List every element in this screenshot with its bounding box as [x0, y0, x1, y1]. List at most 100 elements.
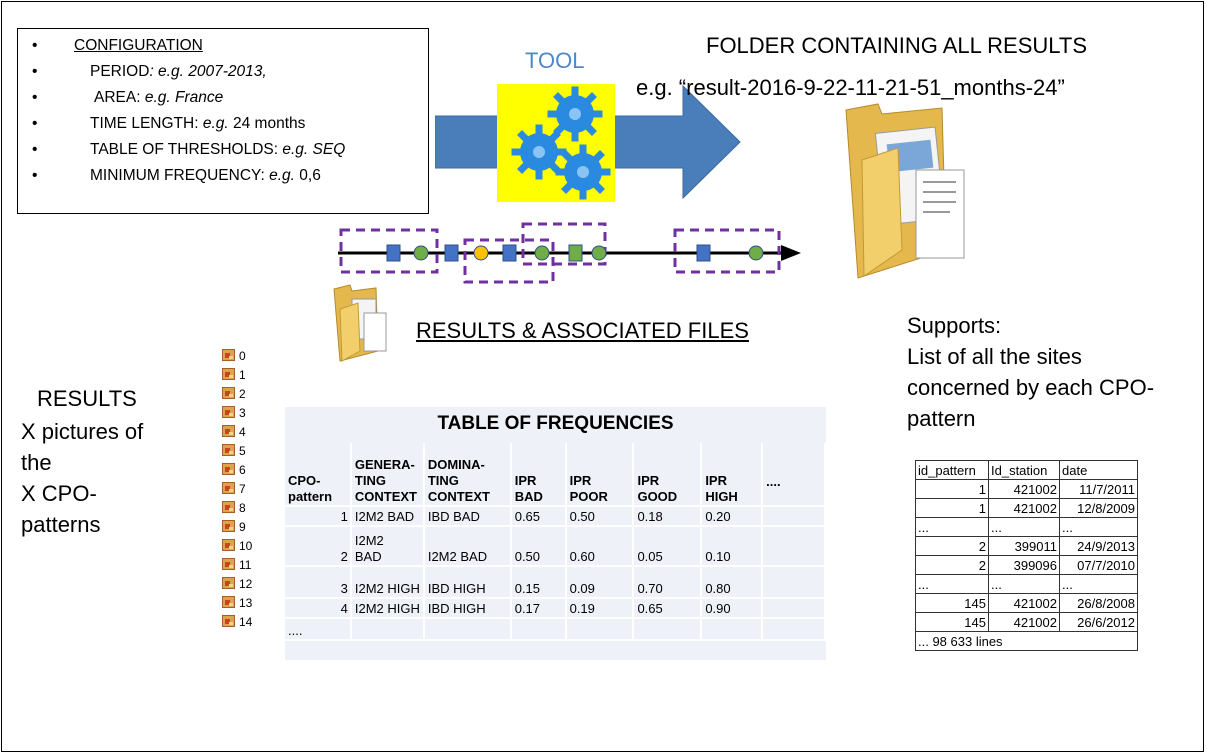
image-file-name: 9 [239, 520, 246, 534]
config-item-time-length: • TIME LENGTH: e.g. 24 months [18, 111, 428, 137]
results-files-label: RESULTS & ASSOCIATED FILES [416, 318, 749, 343]
config-example: SEQ [312, 141, 346, 158]
image-file-item: 1 [222, 366, 282, 384]
table-cell: 0.15 [510, 566, 567, 599]
image-file-icon [222, 501, 235, 513]
table-cell: 0.90 [701, 598, 764, 619]
event-square [502, 244, 517, 262]
table-cell: 1 [285, 506, 352, 527]
image-file-item: 0 [222, 347, 282, 365]
image-file-icon [222, 577, 235, 589]
image-file-item: 2 [222, 385, 282, 403]
small-folder-icon [333, 284, 387, 362]
table-cell: 3 [285, 566, 352, 599]
image-file-item: 6 [222, 461, 282, 479]
image-file-icon [222, 349, 235, 361]
table-cell: ... [1059, 517, 1138, 537]
folder-title: FOLDER CONTAINING ALL RESULTS [706, 33, 1088, 58]
pattern-box [339, 228, 439, 274]
table-cell [423, 618, 512, 641]
event-circle [473, 245, 489, 261]
table-cell: ... [988, 517, 1060, 537]
image-file-icon [222, 425, 235, 437]
configuration-list: • CONFIGURATION • PERIOD: e.g. 2007-2013… [18, 33, 428, 189]
config-label: TIME LENGTH: [90, 115, 203, 132]
table-cell [762, 506, 826, 527]
table-cell: .... [285, 618, 352, 641]
image-file-item: 12 [222, 575, 282, 593]
image-file-icon [222, 463, 235, 475]
bullet: • [32, 141, 38, 158]
image-file-name: 0 [239, 349, 246, 363]
table-cell: ... [1059, 574, 1138, 594]
config-label: MINIMUM FREQUENCY: [90, 167, 270, 184]
table-cell: 11/7/2011 [1059, 479, 1138, 499]
image-file-item: 5 [222, 442, 282, 460]
table-cell: 399011 [988, 536, 1060, 556]
table-cell: 421002 [988, 479, 1060, 499]
table-cell: 1 [915, 479, 989, 499]
event-square [696, 244, 711, 262]
image-file-name: 1 [239, 368, 246, 382]
table-cell: 0.17 [510, 598, 567, 619]
image-file-icon [222, 558, 235, 570]
config-item-thresholds: • TABLE OF THRESHOLDS: e.g. SEQ [18, 137, 428, 163]
gear-icon [547, 86, 603, 142]
table-cell: 0.10 [701, 526, 764, 567]
image-file-item: 9 [222, 518, 282, 536]
pattern-box [463, 238, 555, 284]
config-item-min-frequency: • MINIMUM FREQUENCY: e.g. 0,6 [18, 163, 428, 189]
table-cell: 0.05 [633, 526, 703, 567]
table-row: 2 399096 07/7/2010 [915, 555, 1138, 575]
image-file-icon [222, 520, 235, 532]
table-cell [633, 618, 703, 641]
table-cell: 145 [915, 593, 989, 613]
configuration-box: • CONFIGURATION • PERIOD: e.g. 2007-2013… [17, 28, 429, 214]
supports-line: pattern [907, 406, 976, 431]
image-file-icon [222, 406, 235, 418]
config-example: 2007-2013, [188, 63, 267, 80]
config-label: TABLE OF THRESHOLDS: [90, 141, 283, 158]
supports-footer-row: ... 98 633 lines [915, 631, 1138, 651]
table-cell: 07/7/2010 [1059, 555, 1138, 575]
bullet: • [32, 89, 38, 106]
table-cell: IBD HIGH [423, 598, 512, 619]
results-line: X CPO- [21, 481, 97, 506]
table-cell: ... [915, 574, 989, 594]
event-square [444, 244, 459, 262]
config-item-period: • PERIOD: e.g. 2007-2013, [18, 59, 428, 85]
event-square [568, 244, 583, 262]
table-row: 1 421002 12/8/2009 [915, 498, 1138, 518]
results-description: X pictures of the X CPO- patterns [21, 416, 143, 540]
results-heading: RESULTS [37, 386, 137, 411]
table-cell: 2 [915, 555, 989, 575]
table-cell: 24/9/2013 [1059, 536, 1138, 556]
supports-line: concerned by each CPO- [907, 375, 1155, 400]
results-line: X pictures of [21, 419, 144, 444]
image-file-item: 13 [222, 594, 282, 612]
header-date: date [1059, 460, 1138, 480]
table-cell [762, 526, 826, 567]
results-folder-icon [845, 103, 965, 279]
config-example-prefix: e.g. [202, 115, 233, 132]
table-cell: 0.80 [701, 566, 764, 599]
config-example: 24 months [233, 115, 306, 132]
config-label: AREA: [94, 89, 145, 106]
timeline-arrowhead [781, 245, 801, 261]
config-example-prefix: e.g. [144, 89, 175, 106]
table-cell: 26/8/2008 [1059, 593, 1138, 613]
image-file-name: 10 [239, 539, 253, 553]
table-cell [701, 618, 764, 641]
table-cell: 0.70 [633, 566, 703, 599]
table-cell: 0.65 [633, 598, 703, 619]
table-cell: 0.50 [510, 526, 567, 567]
table-cell: ... [915, 517, 989, 537]
event-circle [534, 245, 550, 261]
table-cell: 0.09 [565, 566, 635, 599]
table-cell: ... [988, 574, 1060, 594]
image-file-item: 4 [222, 423, 282, 441]
config-example-prefix: : e.g. [149, 63, 189, 80]
table-row: 1 I2M2 BAD IBD BAD 0.65 0.50 0.18 0.20 [285, 506, 826, 527]
